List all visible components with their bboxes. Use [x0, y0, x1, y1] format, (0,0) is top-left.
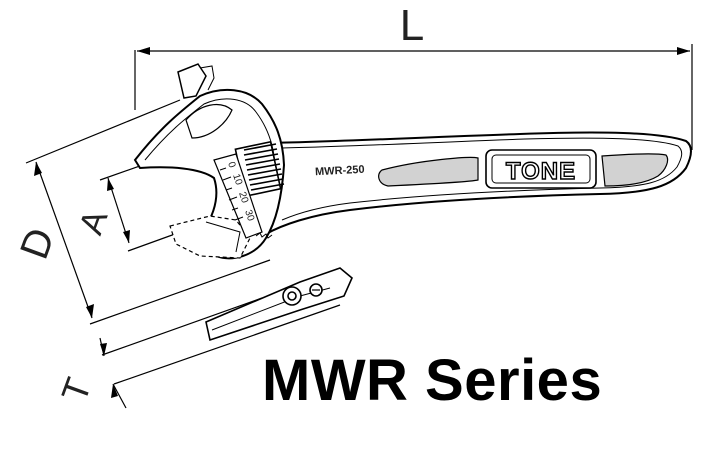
brand-plate	[485, 149, 597, 189]
handle-window	[601, 153, 669, 187]
scale-number: 20	[236, 191, 250, 205]
length-label: L	[400, 1, 424, 50]
width-label: D	[12, 222, 63, 264]
scale-number: 30	[242, 209, 256, 223]
scale-number: 0	[225, 161, 237, 170]
scale-number: 10	[230, 173, 244, 187]
brand-marking: TONE	[506, 158, 576, 185]
model-marking: MWR-250	[315, 164, 365, 179]
thickness-label: T	[53, 372, 99, 407]
series-caption: MWR Series	[262, 348, 603, 413]
opening-label: A	[72, 205, 116, 240]
wrench-body: 0 10 20 30 TONE MWR-250	[133, 63, 692, 260]
worm-gear	[234, 140, 285, 198]
side-view	[205, 267, 353, 342]
movable-jaw	[169, 215, 251, 259]
width-dimension	[25, 99, 271, 325]
handle-window	[378, 156, 479, 187]
thickness-dimension	[99, 297, 341, 409]
length-dimension	[134, 44, 693, 150]
